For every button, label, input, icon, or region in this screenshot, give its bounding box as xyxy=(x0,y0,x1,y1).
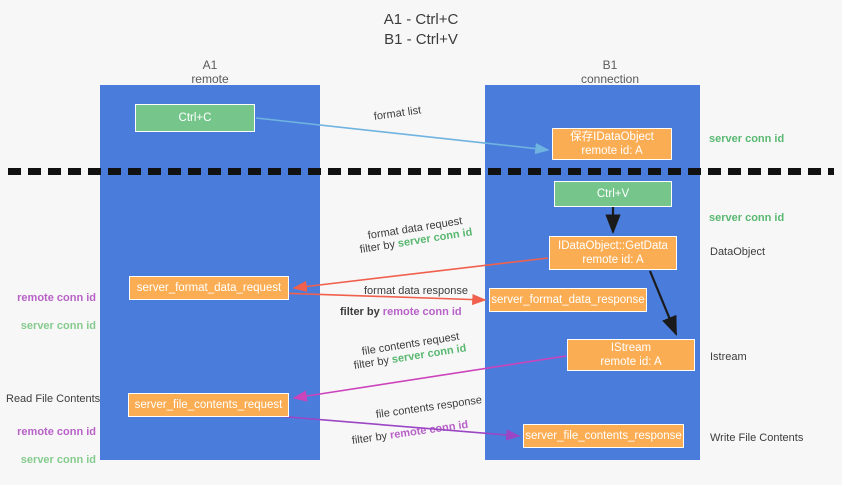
annotation-read-file-contents: Read File Contents xyxy=(6,393,101,405)
column-header-a1: A1 remote xyxy=(191,58,229,86)
node-ctrl-c-label: Ctrl+C xyxy=(178,112,212,124)
node-istream-subtitle: remote id: A xyxy=(600,356,662,368)
node-idataobject-getdata-label: IDataObject::GetData xyxy=(558,240,668,252)
column-header-b1: B1 connection xyxy=(580,58,640,86)
node-istream[interactable]: IStream remote id: A xyxy=(567,339,695,371)
annotation-data-object: DataObject xyxy=(710,246,766,258)
filter-value-remote-conn-id: remote conn id xyxy=(382,306,462,318)
node-ctrl-v[interactable]: Ctrl+V xyxy=(554,181,672,207)
node-save-idataobject[interactable]: 保存IDataObject remote id: A xyxy=(552,128,672,160)
node-server-format-data-response-label: server_format_data_response xyxy=(491,294,645,306)
node-server-file-contents-response[interactable]: server_file_contents_response xyxy=(523,424,684,448)
node-idataobject-getdata[interactable]: IDataObject::GetData remote id: A xyxy=(549,236,677,270)
annotation-server-conn-id-top: server conn id xyxy=(709,133,785,145)
node-server-file-contents-request-label: server_file_contents_request xyxy=(134,399,283,411)
annotation-write-file-contents: Write File Contents xyxy=(710,432,804,444)
node-server-format-data-request[interactable]: server_format_data_request xyxy=(129,276,289,300)
page-title: A1 - Ctrl+C B1 - Ctrl+V xyxy=(383,11,459,48)
node-ctrl-c[interactable]: Ctrl+C xyxy=(135,104,255,132)
filter-prefix: filter by xyxy=(340,306,383,318)
node-server-file-contents-request[interactable]: server_file_contents_request xyxy=(128,393,289,417)
node-server-format-data-response[interactable]: server_format_data_response xyxy=(489,288,647,312)
filter-value-remote-conn-id: remote conn id xyxy=(389,418,469,442)
edge-label-format-data-response-filter: filter by remote conn id xyxy=(340,305,462,320)
annotation-remote-conn-id: remote conn id xyxy=(17,426,96,438)
edge-label-format-data-response: format data response xyxy=(364,285,468,297)
node-save-idataobject-label: 保存IDataObject xyxy=(570,131,654,143)
node-server-format-data-request-label: server_format_data_request xyxy=(136,282,282,294)
node-save-idataobject-subtitle: remote id: A xyxy=(581,145,643,157)
annotation-istream: Istream xyxy=(710,351,747,363)
node-idataobject-getdata-subtitle: remote id: A xyxy=(582,254,644,266)
annotation-conn-id-legend-top: remote conn id server conn id xyxy=(8,277,96,347)
annotation-server-conn-id: server conn id xyxy=(20,454,96,466)
filter-prefix: filter by xyxy=(352,354,393,372)
node-istream-label: IStream xyxy=(610,342,652,354)
node-ctrl-v-label: Ctrl+V xyxy=(596,188,630,200)
edge-label-file-contents-response-filter: filter by remote conn id xyxy=(351,418,469,449)
annotation-remote-conn-id: remote conn id xyxy=(17,292,96,304)
edge-label-format-list: format list xyxy=(373,104,422,123)
annotation-server-conn-id-mid: server conn id xyxy=(709,212,785,224)
node-server-file-contents-response-label: server_file_contents_response xyxy=(525,430,682,442)
filter-prefix: filter by xyxy=(351,429,391,447)
dashed-divider xyxy=(8,168,834,175)
filter-prefix: filter by xyxy=(358,238,399,256)
annotation-conn-id-legend-bottom: remote conn id server conn id xyxy=(8,411,96,481)
annotation-server-conn-id: server conn id xyxy=(20,320,96,332)
